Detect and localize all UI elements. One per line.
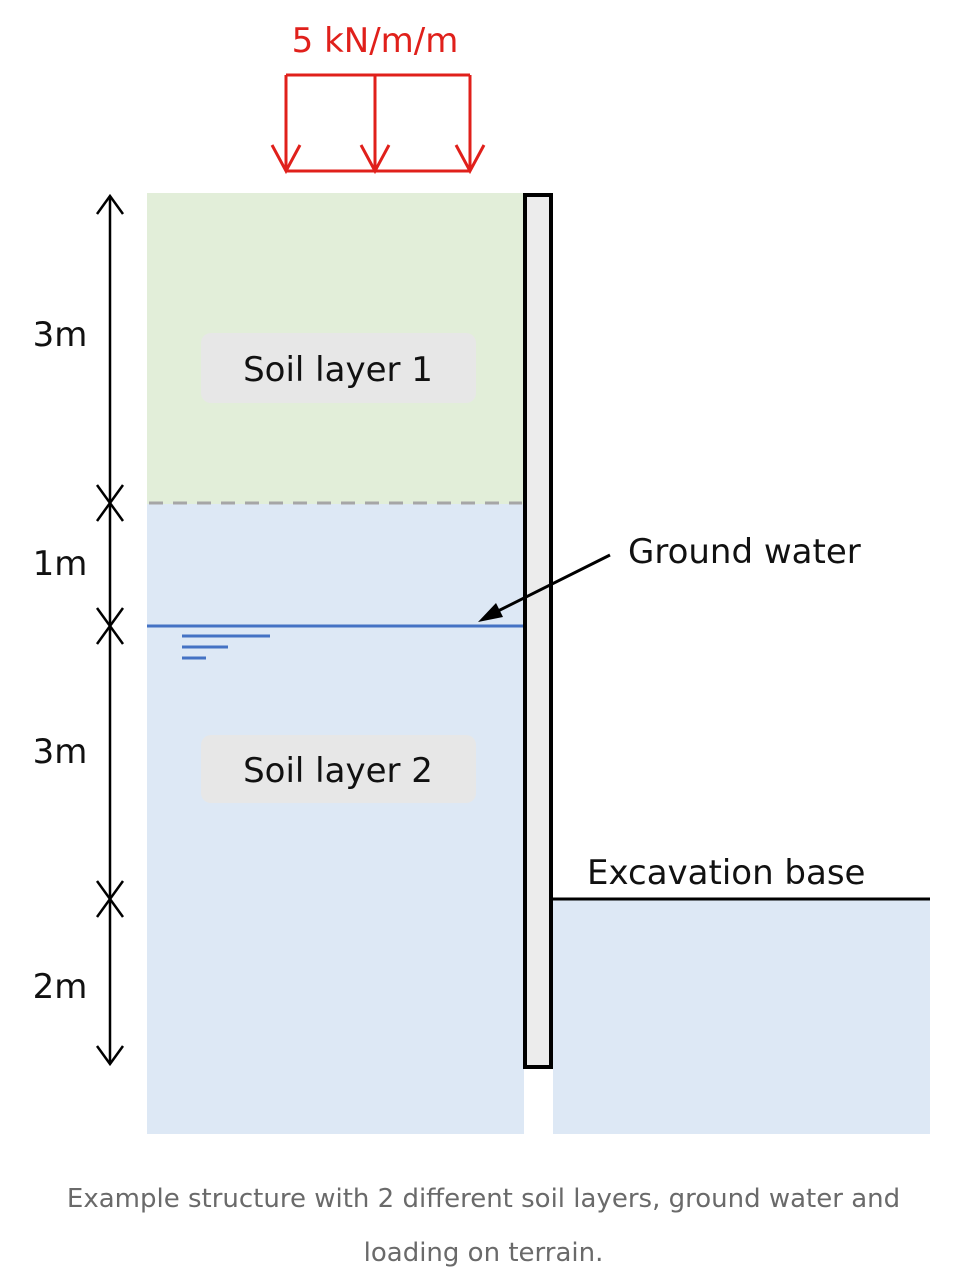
ground-water-arrowhead-icon (478, 603, 503, 622)
dimension-arrows (95, 193, 125, 1067)
load-arrow-icon (270, 144, 302, 175)
figure-caption: Example structure with 2 different soil … (66, 1184, 901, 1268)
dimension-arrowhead-icon (95, 623, 125, 645)
load-arrow-icon (454, 144, 486, 175)
dimension-label: 1m (33, 544, 88, 584)
soil-layer-2-label-box (201, 735, 476, 803)
soil-layer-2-region (147, 504, 524, 1134)
excavation-side-soil (553, 899, 930, 1134)
soil-layer-2-label: Soil layer 2 (243, 751, 433, 791)
dimension-arrowhead-icon (95, 1045, 125, 1067)
load-arrow-icon (359, 144, 391, 175)
dimension-label: 3m (33, 732, 88, 772)
excavation-base-label: Excavation base (587, 853, 865, 893)
dimension-arrowhead-icon (95, 500, 125, 522)
dimension-label: 2m (33, 967, 88, 1007)
dimension-arrowhead-icon (95, 896, 125, 918)
water-table-symbol-icon (182, 634, 270, 660)
retaining-wall-diagram: 5 kN/m/m Soil layer 1 Soil layer 2 Groun… (33, 21, 930, 1134)
distributed-load (270, 73, 486, 175)
retaining-wall (523, 193, 553, 1069)
soil-layer-1-label: Soil layer 1 (243, 350, 433, 390)
dimension-arrowhead-icon (95, 193, 125, 215)
load-label: 5 kN/m/m (292, 21, 459, 61)
ground-water-label: Ground water (628, 532, 861, 572)
dimension-label: 3m (33, 315, 88, 355)
soil-layer-1-label-box (201, 333, 476, 403)
ground-water-pointer (491, 553, 611, 616)
